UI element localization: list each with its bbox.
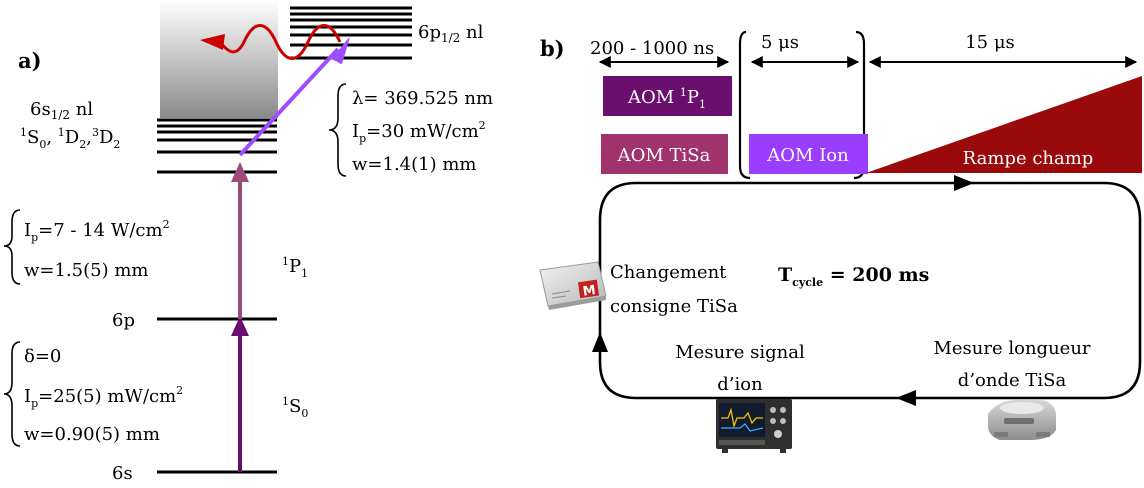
cycle-arrow-bottom [896, 390, 916, 406]
step-signal-line2: d’ion [717, 374, 763, 395]
panel-b: b) 200 - 1000 ns 5 μs 15 μs AOM 1P1 AOM … [539, 30, 1142, 453]
level-6p-label: 6p [112, 310, 135, 331]
autoionization-wave-arrow [200, 24, 342, 60]
rydberg-6s-series-levels [157, 118, 277, 174]
duration-ramp: 15 μs [965, 32, 1015, 53]
rydberg-6s-term-symbols: 1S0, 1D2,3D2 [20, 126, 120, 151]
wavemeter-icon [988, 400, 1056, 440]
field-ramp-block: Rampe champ [866, 76, 1142, 173]
tisa-laser-parameters: Ip=7 - 14 W/cm2 w=1.5(5) mm [3, 209, 170, 285]
term-1S0-label: 1S0 [282, 395, 308, 420]
step-wavelength-line2: d’onde TiSa [958, 370, 1067, 391]
rydberg-6p-series-label: 6p1/2 nl [418, 22, 484, 45]
tisa-controller-logo: M [582, 283, 597, 300]
svg-text:AOM Ion: AOM Ion [766, 145, 849, 166]
ion-pulse-bracket-right [853, 30, 866, 180]
uv-laser-wavelength: λ= 369.525 nm [352, 88, 493, 109]
panel-a: a) 6p1/2 nl 6s1/2 nl 1S0, 1D2,3D2 6p [3, 0, 493, 484]
ionization-continuum [160, 0, 278, 118]
first-laser-waist: w=0.90(5) mm [24, 424, 160, 445]
panel-a-label: a) [18, 48, 42, 73]
first-laser-intensity: Ip=25(5) mW/cm2 [24, 384, 183, 410]
step-signal-line1: Mesure signal [675, 342, 805, 363]
cycle-arrow-top [954, 175, 974, 191]
transition-6s-6p-arrow [231, 316, 249, 472]
ion-pulse-bracket-left [738, 30, 751, 180]
cycle-arrow-left [592, 332, 608, 352]
level-6s-label: 6s [112, 463, 133, 484]
cycle-loop [598, 181, 1142, 400]
first-laser-parameters: δ=0 Ip=25(5) mW/cm2 w=0.90(5) mm [3, 341, 183, 447]
uv-laser-intensity: Ip=30 mW/cm2 [352, 119, 486, 145]
aom-ion-block: AOM Ion [749, 134, 868, 174]
svg-text:AOM 1P1: AOM 1P1 [627, 86, 706, 111]
aom-1p1-block: AOM 1P1 [603, 76, 732, 116]
tisa-controller-device-icon: M [539, 261, 607, 310]
svg-text:Rampe champ: Rampe champ [963, 148, 1094, 169]
rydberg-6p-series-levels [290, 6, 412, 60]
cycle-time-label: Tcycle = 200 ms [778, 264, 929, 289]
duration-ion-pulse: 5 μs [761, 32, 799, 53]
tisa-laser-intensity: Ip=7 - 14 W/cm2 [24, 218, 170, 244]
term-1P1-label: 1P1 [282, 255, 308, 280]
uv-laser-waist: w=1.4(1) mm [352, 154, 476, 175]
step-wavelength-line1: Mesure longueur [933, 338, 1090, 359]
first-laser-detuning: δ=0 [24, 346, 61, 367]
transition-uv-ionization-arrow [238, 37, 350, 157]
transition-6p-rydberg-arrow [231, 162, 249, 319]
rydberg-6s-series-label: 6s1/2 nl [30, 99, 93, 122]
svg-text:AOM TiSa: AOM TiSa [617, 145, 711, 166]
uv-laser-parameters: λ= 369.525 nm Ip=30 mW/cm2 w=1.4(1) mm [328, 83, 493, 177]
duration-aom-pulse: 200 - 1000 ns [590, 38, 714, 59]
step-change-line1: Changement [610, 262, 727, 283]
tisa-laser-waist: w=1.5(5) mm [24, 260, 148, 281]
aom-tisa-block: AOM TiSa [601, 134, 728, 174]
oscilloscope-icon [716, 399, 792, 453]
step-change-line2: consigne TiSa [610, 296, 738, 317]
panel-b-label: b) [540, 36, 565, 61]
